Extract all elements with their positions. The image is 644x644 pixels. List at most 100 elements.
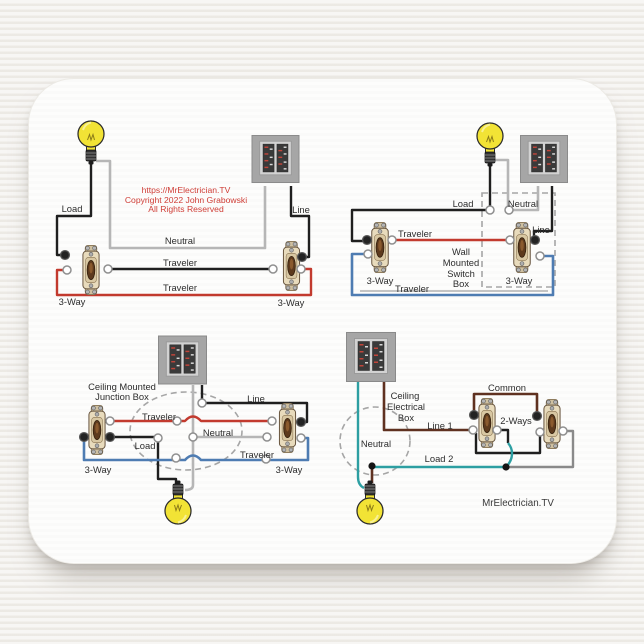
screw-terminal — [529, 234, 541, 246]
common-label: Common — [488, 382, 526, 393]
wire-connector — [153, 433, 163, 443]
breaker-panel-icon — [520, 134, 568, 184]
wire-connector — [363, 249, 373, 259]
junction-dot — [368, 462, 376, 470]
watermark-url: https://MrElectrician.TV — [142, 185, 231, 195]
wire-connector — [535, 427, 545, 437]
load-label: Load — [135, 440, 156, 451]
box-label: Ceiling — [391, 390, 420, 401]
load2-gray-wire — [508, 429, 575, 469]
watermark-rights: All Rights Reserved — [148, 204, 224, 214]
screw-terminal — [104, 431, 116, 443]
wire-connector — [267, 416, 277, 426]
wire-connector — [504, 205, 514, 215]
wire-connector — [105, 416, 115, 426]
wire-connector — [468, 425, 478, 435]
screw-terminal — [361, 234, 373, 246]
ceiling-box-outline — [339, 406, 411, 476]
screw-terminal — [295, 416, 307, 428]
wire-connector — [296, 264, 306, 274]
wire-connector — [172, 416, 182, 426]
black-jumper-wire — [474, 433, 542, 455]
light-bulb-icon — [163, 479, 193, 526]
traveler-wire-blue — [82, 436, 310, 462]
wire-connector — [171, 453, 181, 463]
wire-connector — [268, 264, 278, 274]
line-wire — [289, 186, 311, 259]
box-label: Box — [453, 278, 469, 289]
switch-label: 3-Way — [85, 464, 112, 475]
load-wire — [350, 165, 492, 243]
traveler-label: Traveler — [395, 283, 429, 294]
breaker-panel-icon — [345, 332, 397, 382]
neutral-wire — [96, 159, 267, 250]
traveler-label: Traveler — [163, 282, 197, 293]
wire-connector — [492, 425, 502, 435]
wire-connector — [261, 454, 271, 464]
load2-label: Load 2 — [425, 453, 454, 464]
wire-connector — [197, 398, 207, 408]
switch-label: 3-Way — [506, 275, 533, 286]
single-pole-switch-icon — [543, 399, 561, 449]
diagram-top-left: Load Line Neutral Traveler Traveler 3-Wa… — [55, 119, 313, 308]
three-way-switch-icon — [278, 403, 297, 453]
three-way-switch-icon — [282, 241, 301, 291]
screw-terminal — [296, 251, 308, 263]
breaker-panel-icon — [251, 135, 300, 183]
light-bulb-icon — [76, 119, 106, 166]
diagram-bottom-left: Ceiling Mounted Junction Box Line Travel… — [78, 335, 310, 526]
load-wire — [55, 163, 93, 257]
switch-label: 3-Way — [278, 297, 305, 308]
traveler-wire-red — [55, 267, 313, 297]
three-way-switch-icon — [88, 405, 106, 455]
diagram-top-right: Load Neutral Traveler Line 3-Way 3-Way T… — [350, 121, 568, 297]
neutral-wire — [356, 382, 365, 490]
junction-dot — [502, 463, 510, 471]
three-way-switch-icon — [371, 222, 389, 273]
line-wire — [532, 186, 554, 237]
wire-connector — [103, 264, 113, 274]
traveler-label: Traveler — [398, 228, 432, 239]
traveler-label: Traveler — [142, 411, 176, 422]
common-jumper-wire — [472, 392, 539, 414]
neutral-drop-wire — [184, 385, 195, 492]
mousepad — [28, 78, 617, 564]
neutral-label: Neutral — [203, 427, 233, 438]
wire-connector — [505, 235, 515, 245]
neutral-label: Neutral — [165, 235, 195, 246]
line-label: Line — [292, 204, 310, 215]
wire-connector — [485, 205, 495, 215]
three-way-switch-icon — [513, 222, 531, 273]
box-label: Ceiling Mounted — [88, 381, 156, 392]
wire-connector — [387, 235, 397, 245]
line-label: Line — [247, 393, 265, 404]
screw-terminal — [59, 249, 71, 261]
wall-switch-box-outline — [481, 192, 556, 288]
box-label: Junction Box — [95, 391, 149, 402]
traveler-label: Traveler — [163, 257, 197, 268]
box-label: Box — [398, 412, 414, 423]
single-pole-switch-icon — [478, 398, 496, 448]
breaker-panel-icon — [158, 335, 207, 385]
line1-wire — [382, 382, 471, 432]
load-label: Load — [62, 203, 83, 214]
switch-label: 3-Way — [367, 275, 394, 286]
line-label: Line — [532, 224, 550, 235]
switch-label: 3-Way — [276, 464, 303, 475]
wire-connector — [62, 265, 72, 275]
screw-terminal — [78, 431, 90, 443]
watermark-copyright: Copyright 2022 John Grabowski — [125, 195, 247, 205]
load-label: Load — [453, 198, 474, 209]
traveler-wire-blue — [350, 252, 555, 297]
neutral-label: Neutral — [508, 198, 538, 209]
traveler-label: Traveler — [240, 449, 274, 460]
box-label: Mounted — [443, 257, 479, 268]
brand-label: MrElectrician.TV — [482, 498, 554, 509]
wire-connector — [558, 426, 568, 436]
switch-pair-label: 2-Ways — [500, 415, 532, 426]
wire-connector — [262, 432, 272, 442]
three-way-switch-icon — [82, 245, 100, 295]
screw-terminal — [468, 409, 480, 421]
screw-terminal — [531, 410, 543, 422]
